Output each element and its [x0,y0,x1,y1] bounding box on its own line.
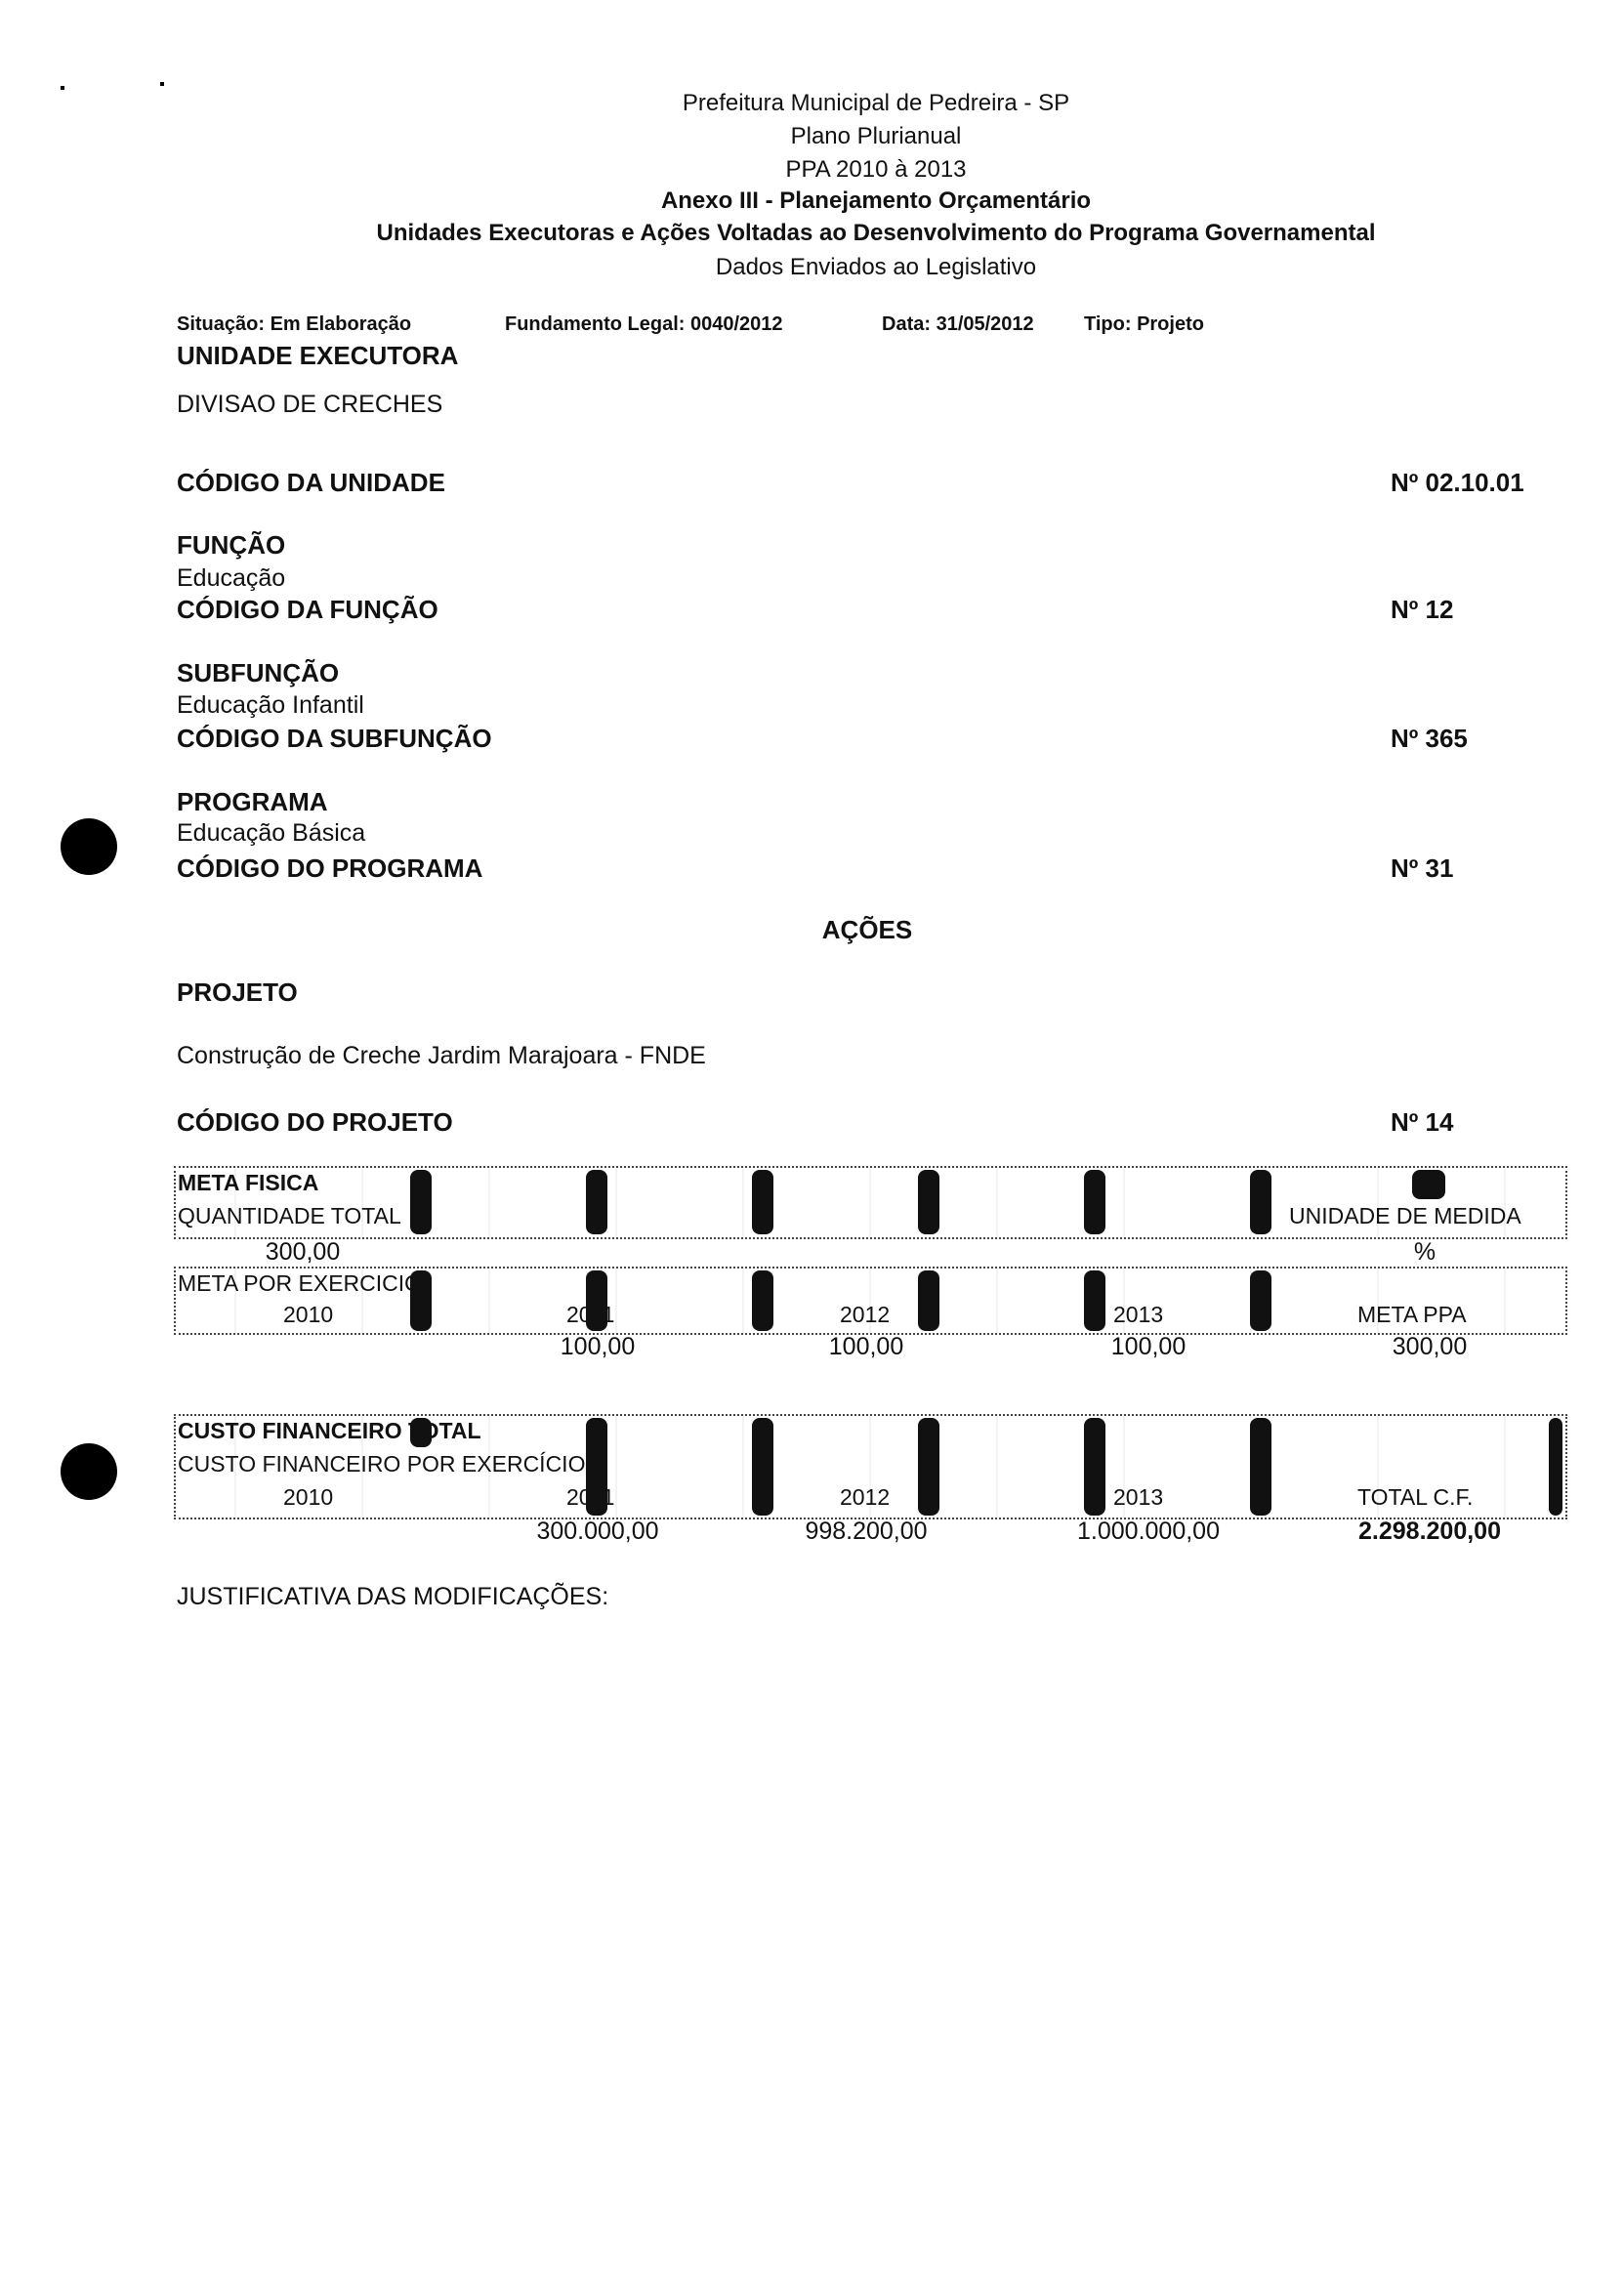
quantidade-total-value: 300,00 [265,1238,341,1266]
codigo-unidade-label: CÓDIGO DA UNIDADE [177,468,445,497]
custo-value-2012: 998.200,00 [805,1518,928,1545]
meta-year-2011: 2011 [566,1302,615,1327]
total-cf-value: 2.298.200,00 [1358,1518,1501,1545]
header-line-1: Prefeitura Municipal de Pedreira - SP [682,90,1070,116]
scan-artifact [410,1170,432,1234]
scan-artifact [918,1170,939,1234]
scan-artifact [1250,1418,1271,1516]
scan-speck [61,86,64,90]
codigo-subfuncao-value: Nº 365 [1391,724,1468,753]
custo-year-2012: 2012 [840,1484,891,1510]
scan-artifact [1084,1270,1105,1331]
scan-artifact [586,1270,607,1331]
header-line-6: Dados Enviados ao Legislativo [715,254,1037,280]
meta-value-2013: 100,00 [1110,1333,1187,1360]
scan-artifact [918,1418,939,1516]
meta-value-2011: 100,00 [560,1333,636,1360]
custo-financeiro-box: CUSTO FINANCEIRO TOTAL CUSTO FINANCEIRO … [174,1414,1567,1519]
data: Data: 31/05/2012 [882,313,1034,335]
programa-value: Educação Básica [177,819,366,847]
scan-artifact [1084,1418,1105,1516]
quantidade-total-label: QUANTIDADE TOTAL [178,1203,401,1228]
codigo-programa-value: Nº 31 [1391,853,1454,883]
codigo-funcao-label: CÓDIGO DA FUNÇÃO [177,595,438,624]
meta-year-2012: 2012 [840,1302,891,1327]
header-line-3: PPA 2010 à 2013 [785,156,967,183]
codigo-unidade-value: Nº 02.10.01 [1391,468,1524,497]
scan-artifact [410,1418,432,1447]
situacao: Situação: Em Elaboração [177,313,412,335]
meta-value-2012: 100,00 [828,1333,904,1360]
funcao-value: Educação [177,564,286,592]
scan-artifact [586,1170,607,1234]
fundamento-legal: Fundamento Legal: 0040/2012 [505,313,783,335]
meta-year-2010: 2010 [283,1302,334,1327]
scan-artifact [752,1270,773,1331]
scan-artifact [1084,1170,1105,1234]
scan-speck [160,82,164,86]
meta-year-2013: 2013 [1113,1302,1164,1327]
scan-artifact [1250,1270,1271,1331]
custo-year-2013: 2013 [1113,1484,1164,1510]
unidade-medida-value: % [1413,1238,1437,1266]
custo-year-2010: 2010 [283,1484,334,1510]
scan-artifact [1549,1418,1562,1516]
scan-artifact [1250,1170,1271,1234]
custo-year-2011: 2011 [566,1484,615,1510]
header-line-2: Plano Plurianual [790,123,962,149]
projeto-value: Construção de Creche Jardim Marajoara - … [177,1042,706,1069]
unidade-executora-value: DIVISAO DE CRECHES [177,391,443,418]
scan-artifact [1412,1170,1445,1199]
unidade-executora-label: UNIDADE EXECUTORA [177,341,459,370]
scan-artifact [410,1270,432,1331]
meta-ppa-label: META PPA [1357,1302,1467,1327]
scan-artifact [918,1270,939,1331]
tipo: Tipo: Projeto [1084,313,1204,335]
custo-value-2013: 1.000.000,00 [1077,1518,1220,1545]
total-cf-label: TOTAL C.F. [1357,1484,1474,1510]
custo-financeiro-total-label: CUSTO FINANCEIRO TOTAL [178,1418,481,1443]
meta-fisica-box: META FISICA QUANTIDADE TOTAL UNIDADE DE … [174,1166,1567,1239]
punch-hole [61,818,117,875]
header-line-4: Anexo III - Planejamento Orçamentário [660,187,1092,214]
meta-por-exercicio-box: META POR EXERCICIO 2010 2011 2012 2013 M… [174,1267,1567,1335]
punch-hole [61,1443,117,1500]
codigo-funcao-value: Nº 12 [1391,595,1454,624]
justificativa-label: JUSTIFICATIVA DAS MODIFICAÇÕES: [177,1583,609,1610]
scan-artifact [752,1418,773,1516]
custo-por-exercicio-label: CUSTO FINANCEIRO POR EXERCÍCIO [178,1451,586,1477]
unidade-medida-label: UNIDADE DE MEDIDA [1289,1203,1521,1228]
scan-artifact [586,1418,607,1516]
subfuncao-value: Educação Infantil [177,691,364,719]
meta-por-exercicio-label: META POR EXERCICIO [178,1270,423,1296]
header-line-5: Unidades Executoras e Ações Voltadas ao … [376,220,1376,246]
acoes-title: AÇÕES [821,915,913,944]
codigo-programa-label: CÓDIGO DO PROGRAMA [177,853,483,883]
custo-value-2011: 300.000,00 [536,1518,659,1545]
meta-fisica-title: META FISICA [178,1170,319,1195]
subfuncao-label: SUBFUNÇÃO [177,658,340,687]
codigo-projeto-label: CÓDIGO DO PROJETO [177,1107,453,1137]
codigo-subfuncao-label: CÓDIGO DA SUBFUNÇÃO [177,724,492,753]
codigo-projeto-value: Nº 14 [1391,1107,1454,1137]
projeto-label: PROJETO [177,978,298,1007]
funcao-label: FUNÇÃO [177,530,286,560]
meta-ppa-value: 300,00 [1392,1333,1468,1360]
scan-artifact [752,1170,773,1234]
programa-label: PROGRAMA [177,787,328,816]
